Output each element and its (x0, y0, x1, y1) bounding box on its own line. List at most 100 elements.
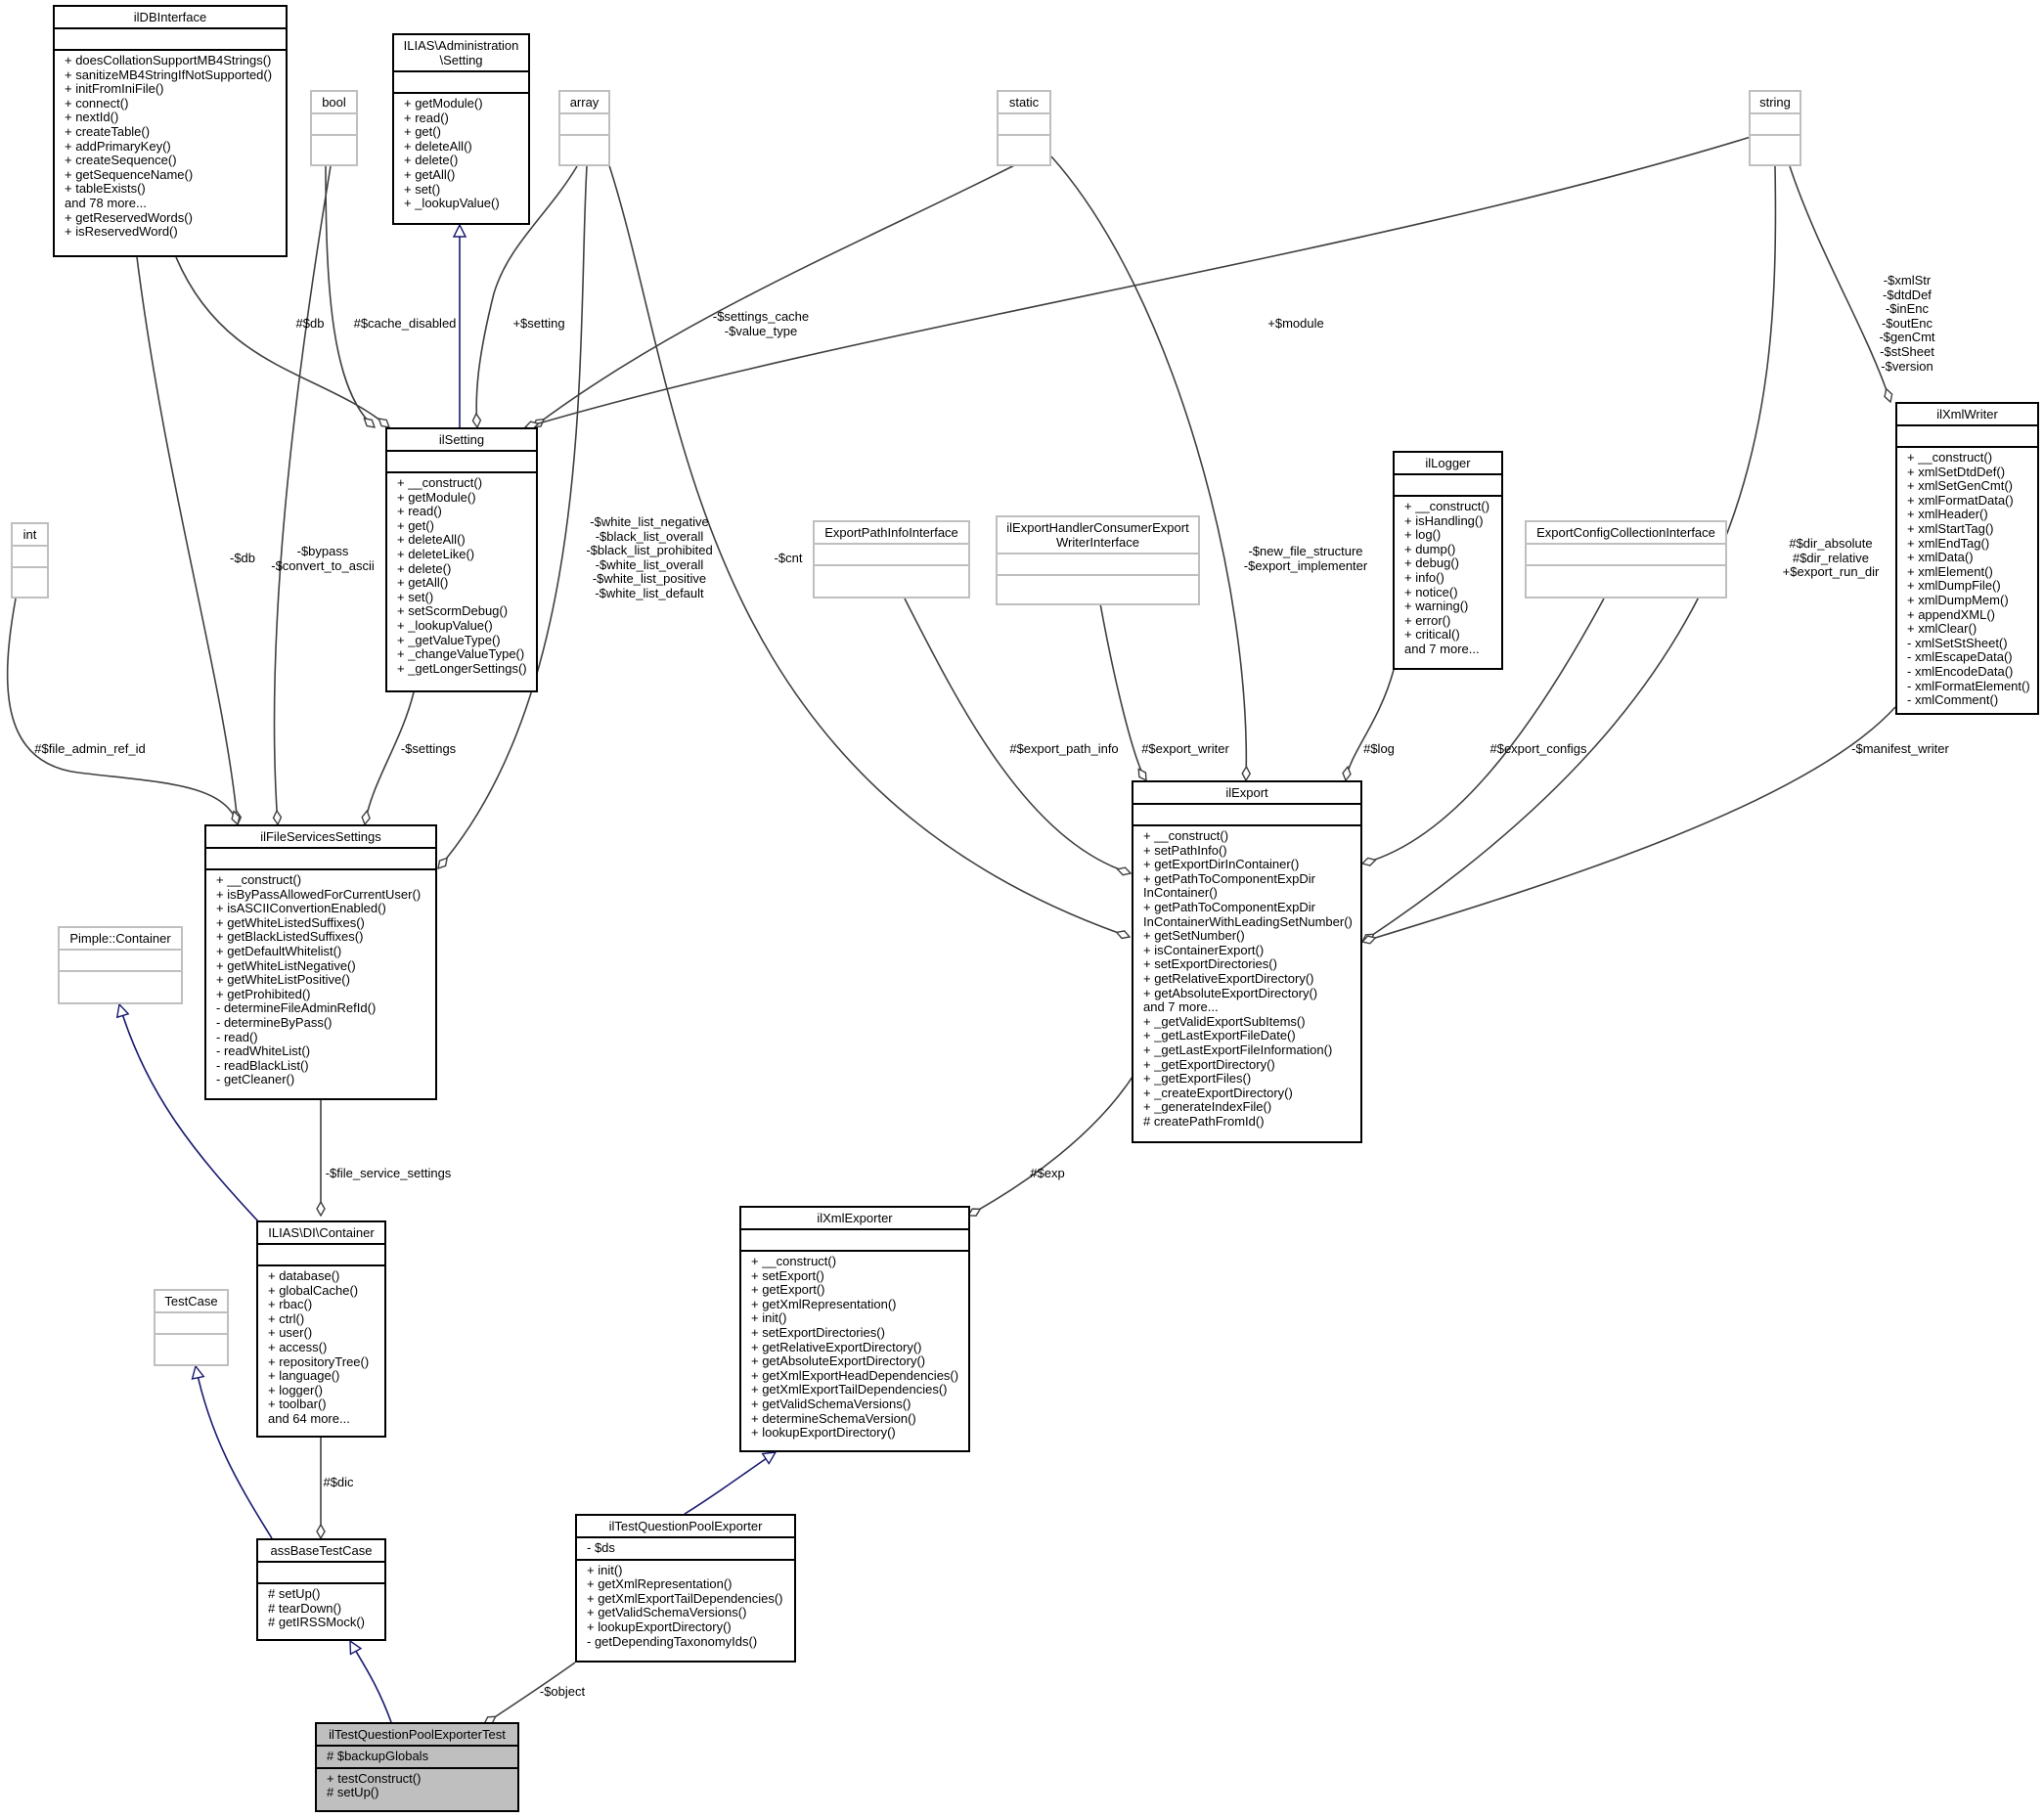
class-title: array (560, 92, 608, 114)
class-ilxmlexporter[interactable]: ilXmlExporter + __construct() + setExpor… (739, 1206, 970, 1452)
edge-label-log: #$log (1363, 741, 1395, 756)
class-di-container[interactable]: ILIAS\DI\Container + database() + global… (256, 1220, 386, 1438)
class-attributes (1133, 805, 1360, 826)
class-ilexport[interactable]: ilExport + __construct() + setPathInfo()… (1132, 780, 1362, 1143)
edge-label-bypass: -$bypass -$convert_to_ascii (271, 544, 375, 573)
class-title: ilXmlWriter (1897, 404, 2037, 426)
edge-static-setting (533, 155, 1033, 427)
class-methods (13, 568, 47, 588)
edge-string-setting (525, 136, 1752, 427)
class-title: ILIAS\DI\Container (258, 1222, 384, 1245)
class-title: assBaseTestCase (258, 1540, 384, 1563)
edge-exportwriter (1099, 602, 1146, 780)
class-title: ilDBInterface (55, 7, 286, 29)
class-attributes (394, 72, 528, 94)
edge-inherit-xmlexporter (684, 1452, 776, 1515)
class-iltestquestionpoolexporter[interactable]: ilTestQuestionPoolExporter - $ds + init(… (575, 1514, 796, 1663)
class-attributes (55, 29, 286, 51)
edge-static-ilexport (1050, 155, 1246, 780)
edge-label-cnt: -$cnt (774, 551, 803, 565)
edge-log (1346, 669, 1395, 780)
class-title: ilXmlExporter (741, 1208, 968, 1230)
class-title: ilTestQuestionPoolExporterTest (317, 1724, 517, 1747)
edge-int-filesvc (6, 598, 238, 824)
edge-exportconfigs (1362, 598, 1605, 864)
class-testcase[interactable]: TestCase (154, 1289, 229, 1366)
class-title: TestCase (156, 1291, 227, 1313)
edge-label-setting: +$setting (512, 316, 565, 331)
class-ilxmlwriter[interactable]: ilXmlWriter + __construct() + xmlSetDtdD… (1895, 402, 2039, 715)
class-exportpathinfointerface[interactable]: ExportPathInfoInterface (813, 520, 970, 599)
class-methods: + testConstruct() # setUp() (327, 1770, 422, 1800)
class-title: ExportPathInfoInterface (815, 522, 968, 545)
class-ilfileservicessettings[interactable]: ilFileServicesSettings + __construct() +… (204, 824, 437, 1100)
class-methods: + __construct() + setExport() + getExpor… (751, 1254, 959, 1441)
edge-label-db-filesvc: -$db (229, 551, 256, 565)
class-pimple-container[interactable]: Pimple::Container (58, 926, 183, 1004)
edge-label-manifest-writer: -$manifest_writer (1851, 741, 1949, 756)
class-iltestquestionpoolexportertest[interactable]: ilTestQuestionPoolExporterTest # $backup… (315, 1722, 519, 1812)
edge-label-exp: #$exp (1030, 1166, 1065, 1180)
class-title: ExportConfigCollectionInterface (1527, 522, 1725, 545)
class-attributes (560, 114, 608, 136)
edge-array-ilexport (605, 155, 1130, 937)
class-attributes (156, 1313, 227, 1335)
class-methods: + doesCollationSupportMB4Strings() + san… (65, 53, 273, 240)
edge-bool-filesvc (274, 165, 332, 824)
class-methods: + __construct() + getModule() + read() +… (397, 475, 527, 676)
class-exportconfigcollectioninterface[interactable]: ExportConfigCollectionInterface (1525, 520, 1727, 599)
edge-inherit-testcase (196, 1366, 273, 1539)
class-attributes: # $backupGlobals (317, 1747, 517, 1769)
class-methods (560, 136, 608, 155)
class-methods (60, 972, 181, 992)
edge-label-db: #$db (295, 316, 325, 331)
class-bool[interactable]: bool (310, 90, 358, 166)
class-attributes (258, 1245, 384, 1266)
class-array[interactable]: array (558, 90, 610, 166)
class-administration-setting[interactable]: ILIAS\Administration \Setting + getModul… (392, 33, 530, 225)
class-methods: + __construct() + setPathInfo() + getExp… (1143, 828, 1353, 1129)
edge-label-white-list: -$white_list_negative -$black_list_overa… (586, 514, 713, 600)
class-assbasetestcase[interactable]: assBaseTestCase # setUp() # tearDown() #… (256, 1538, 386, 1641)
class-methods: # setUp() # tearDown() # getIRSSMock() (268, 1586, 365, 1630)
class-illogger[interactable]: ilLogger + __construct() + isHandling() … (1393, 451, 1503, 670)
class-int[interactable]: int (11, 522, 49, 599)
class-attributes (60, 951, 181, 972)
class-attributes (999, 114, 1049, 136)
class-attributes (387, 452, 536, 473)
edge-label-new-file-structure: -$new_file_structure -$export_implemente… (1243, 544, 1368, 573)
class-methods (1751, 136, 1800, 155)
class-title: int (13, 524, 47, 547)
class-methods: + __construct() + isByPassAllowedForCurr… (216, 872, 422, 1087)
edge-string-xmlwriter (1789, 165, 1890, 402)
class-title: ilFileServicesSettings (206, 826, 435, 849)
edge-manifest-writer (1362, 706, 1896, 942)
edge-array-setting (476, 165, 578, 427)
class-exporthandlerconsumerexportwriterinterface[interactable]: ilExportHandlerConsumerExport WriterInte… (996, 515, 1200, 605)
class-attributes (206, 849, 435, 870)
class-title: string (1751, 92, 1800, 114)
edge-label-export-path-info: #$export_path_info (1009, 741, 1119, 756)
edge-label-export-configs: #$export_configs (1489, 741, 1587, 756)
class-ildbinterface[interactable]: ilDBInterface + doesCollationSupportMB4S… (53, 5, 288, 257)
edge-label-object: -$object (539, 1684, 586, 1699)
edge-db-filesvc (136, 256, 238, 824)
class-string[interactable]: string (1749, 90, 1801, 166)
class-methods: + init() + getXmlRepresentation() + getX… (587, 1562, 783, 1649)
class-attributes (815, 545, 968, 566)
class-ilsetting[interactable]: ilSetting + __construct() + getModule() … (385, 427, 538, 692)
class-title: bool (312, 92, 356, 114)
class-methods (1527, 566, 1725, 586)
class-attributes (312, 114, 356, 136)
edge-exportpathinfo (904, 598, 1131, 873)
class-methods: + database() + globalCache() + rbac() + … (268, 1268, 370, 1426)
edge-label-dic: #$dic (323, 1475, 354, 1489)
class-static[interactable]: static (997, 90, 1051, 166)
edge-label-settings-cache: -$settings_cache -$value_type (712, 309, 810, 338)
edge-object (484, 1662, 576, 1724)
edge-label-xmlwriter-attrs: -$xmlStr -$dtdDef -$inEnc -$outEnc -$gen… (1879, 273, 1935, 374)
class-attributes (1897, 426, 2037, 448)
class-attributes (1527, 545, 1725, 566)
class-methods: + __construct() + isHandling() + log() +… (1404, 499, 1490, 656)
